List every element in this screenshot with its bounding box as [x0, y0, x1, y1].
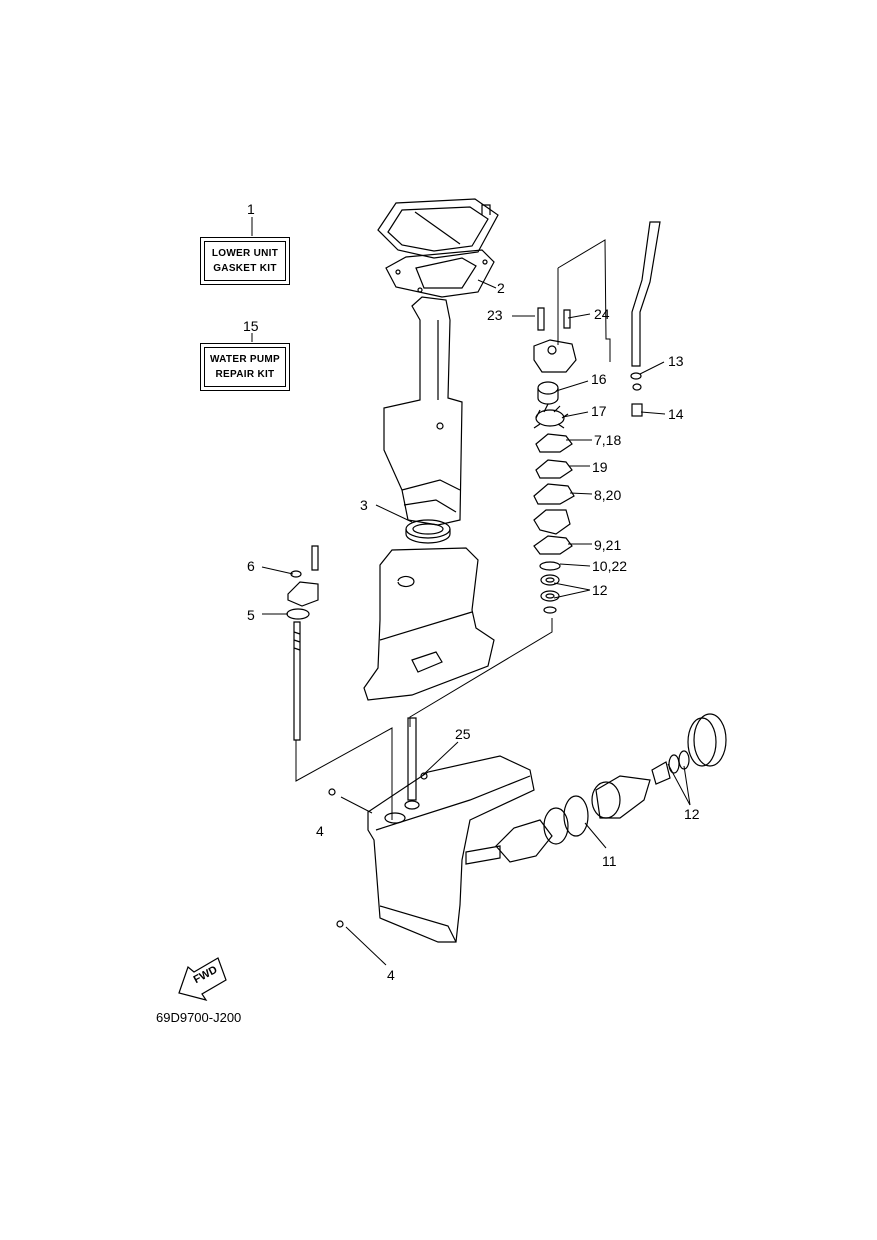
upper-casing-cover: [377, 198, 499, 259]
water-pump-housing: [533, 307, 577, 373]
drive-shaft: [404, 717, 428, 810]
exhaust-housing: [363, 547, 495, 701]
prop-shaft-parts: [495, 713, 727, 863]
impeller: [533, 403, 569, 429]
callout-5: 5: [247, 607, 255, 623]
water-tube: [630, 221, 661, 417]
callout-24: 24: [594, 306, 610, 322]
callout-12: 12: [592, 582, 608, 598]
water-pump-kit-box: WATER PUMP REPAIR KIT: [200, 343, 290, 391]
callout-17: 17: [591, 403, 607, 419]
fwd-arrow-icon: [178, 957, 227, 1001]
kit-label-line: LOWER UNIT: [211, 248, 279, 259]
impeller-insert: [537, 381, 559, 405]
diagram-code: 69D9700-J200: [156, 1010, 242, 1025]
callout-15: 15: [243, 318, 259, 334]
callout-7-18: 7,18: [594, 432, 622, 448]
kit-label-line: REPAIR KIT: [215, 369, 275, 380]
leader-lines: [251, 217, 691, 966]
water-pump-kit-inner: WATER PUMP REPAIR KIT: [204, 347, 286, 387]
kit-label-line: GASKET KIT: [213, 263, 277, 274]
callout-6: 6: [247, 558, 255, 574]
callout-13: 13: [668, 353, 684, 369]
gasket-kit-box: LOWER UNIT GASKET KIT: [200, 237, 290, 285]
assembly-lines: [295, 239, 611, 820]
kit-label-line: WATER PUMP: [209, 354, 281, 365]
callout-4: 4: [387, 967, 395, 983]
driveshaft-housing: [383, 296, 463, 526]
callout-8-20: 8,20: [594, 487, 622, 503]
callout-4: 4: [316, 823, 324, 839]
callout-2: 2: [497, 280, 505, 296]
shift-rod: [286, 545, 319, 741]
gearcase: [328, 755, 535, 943]
gasket-kit-inner: LOWER UNIT GASKET KIT: [204, 241, 286, 281]
callout-19: 19: [592, 459, 608, 475]
callout-12: 12: [684, 806, 700, 822]
seal-ring: [405, 519, 451, 544]
callout-16: 16: [591, 371, 607, 387]
callout-10-22: 10,22: [592, 558, 628, 574]
callout-25: 25: [455, 726, 471, 742]
callout-14: 14: [668, 406, 684, 422]
pump-plates: [533, 433, 575, 555]
callout-3: 3: [360, 497, 368, 513]
callout-23: 23: [487, 307, 503, 323]
gasket: [385, 249, 495, 298]
oring-bearings: [539, 561, 561, 614]
callout-11: 11: [602, 853, 617, 869]
callout-9-21: 9,21: [594, 537, 622, 553]
callout-1: 1: [247, 201, 255, 217]
